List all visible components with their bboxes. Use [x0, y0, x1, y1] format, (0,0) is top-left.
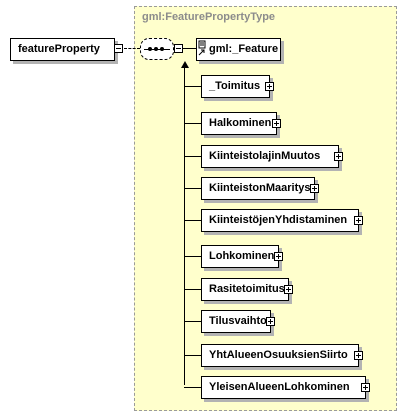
substitution-member-node[interactable]: KiinteistolajinMuutos: [201, 145, 339, 168]
expand-icon[interactable]: [354, 351, 363, 360]
substitution-member-label: Halkominen: [209, 117, 272, 129]
substitution-member-label: Lohkominen: [209, 250, 275, 262]
substitution-member-node[interactable]: Lohkominen: [201, 245, 279, 268]
substitution-member-node[interactable]: Tilusvaihto: [201, 310, 271, 333]
substitution-member-node[interactable]: YhtAlueenOsuuksienSiirto: [201, 344, 359, 367]
member-branch: [184, 188, 201, 189]
sequence-collapse-icon[interactable]: [174, 44, 183, 53]
substitution-member-label: Rasitetoimitus: [209, 283, 285, 295]
substitution-member-label: KiinteistonMaaritys: [209, 182, 311, 194]
substitution-trunk: [184, 67, 185, 385]
member-branch: [184, 256, 201, 257]
root-element-label: featureProperty: [18, 43, 100, 55]
sequence-compositor-icon[interactable]: [140, 38, 174, 60]
expand-icon[interactable]: [361, 383, 370, 392]
complex-type-container: [134, 6, 397, 411]
member-branch: [184, 156, 201, 157]
expand-icon[interactable]: [272, 119, 281, 128]
substitution-member-node[interactable]: KiinteistonMaaritys: [201, 177, 315, 200]
member-branch: [184, 355, 201, 356]
member-branch: [184, 86, 201, 87]
member-branch: [184, 387, 201, 388]
expand-icon[interactable]: [265, 82, 274, 91]
substitution-arrow-icon: [181, 61, 189, 68]
substitution-member-node[interactable]: Rasitetoimitus: [201, 278, 289, 301]
substitution-member-node[interactable]: YleisenAlueenLohkominen: [201, 376, 366, 399]
substitution-member-node[interactable]: _Toimitus: [201, 75, 270, 98]
root-element-node[interactable]: featureProperty: [10, 38, 115, 61]
substitution-member-label: KiinteistolajinMuutos: [209, 150, 321, 162]
expand-icon[interactable]: [274, 252, 283, 261]
substitution-member-label: _Toimitus: [209, 80, 261, 92]
substitution-member-node[interactable]: KiinteistöjenYhdistaminen: [201, 209, 359, 232]
substitution-member-node[interactable]: Halkominen: [201, 112, 277, 135]
expand-icon[interactable]: [266, 317, 275, 326]
expand-icon[interactable]: [354, 216, 363, 225]
complex-type-label: gml:FeaturePropertyType: [142, 11, 276, 23]
substitution-member-label: YhtAlueenOsuuksienSiirto: [209, 349, 348, 361]
expand-icon[interactable]: [334, 152, 343, 161]
abstract-element-node[interactable]: gml:_Feature: [196, 38, 281, 61]
member-branch: [184, 321, 201, 322]
expand-icon[interactable]: [310, 184, 319, 193]
member-branch: [184, 123, 201, 124]
substitution-member-label: Tilusvaihto: [209, 315, 267, 327]
root-connector: [124, 48, 140, 49]
abstract-element-label: gml:_Feature: [209, 43, 279, 55]
root-collapse-icon[interactable]: [114, 44, 123, 53]
substitution-member-label: YleisenAlueenLohkominen: [209, 381, 350, 393]
sequence-connector: [183, 48, 196, 49]
expand-icon[interactable]: [284, 285, 293, 294]
member-branch: [184, 220, 201, 221]
substitution-member-label: KiinteistöjenYhdistaminen: [209, 214, 348, 226]
member-branch: [184, 289, 201, 290]
